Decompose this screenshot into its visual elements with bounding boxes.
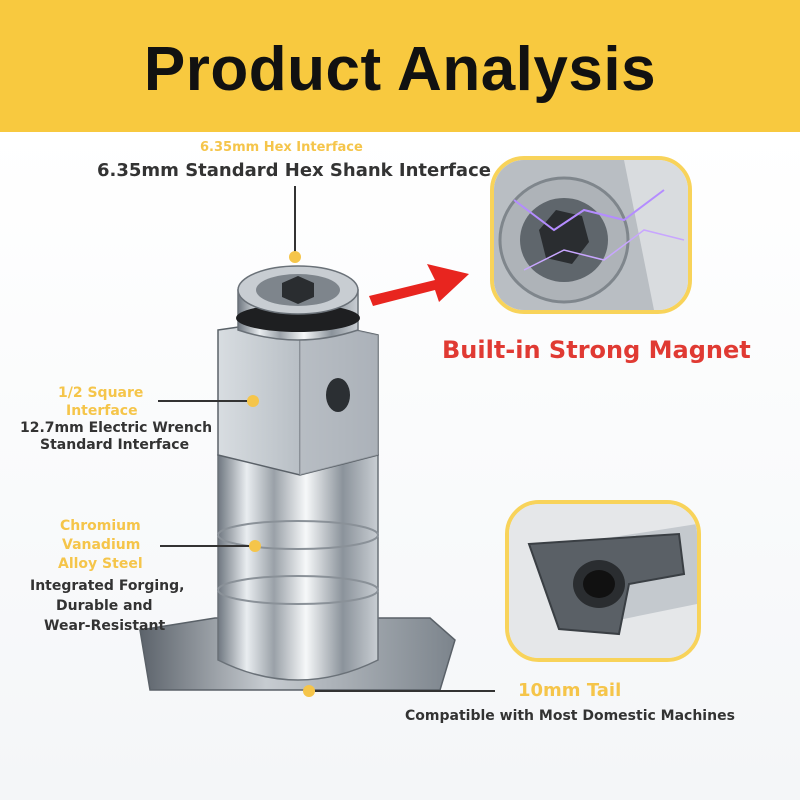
tail-callout-dot bbox=[303, 685, 315, 697]
tail-inset-image bbox=[505, 500, 701, 662]
tail-desc: Compatible with Most Domestic Machines bbox=[405, 708, 735, 724]
steel-desc-3: Wear-Resistant bbox=[44, 618, 166, 634]
page-title: Product Analysis bbox=[143, 35, 657, 104]
red-arrow-icon bbox=[369, 264, 469, 306]
steel-callout-line bbox=[160, 545, 250, 547]
tail-callout-line bbox=[315, 690, 495, 692]
hex-callout-line bbox=[294, 186, 296, 256]
steel-callout-dot bbox=[249, 540, 261, 552]
tail-title: 10mm Tail bbox=[518, 680, 622, 701]
steel-title-1: Chromium bbox=[60, 518, 141, 534]
header-banner: Product Analysis bbox=[0, 0, 800, 132]
square-callout-dot bbox=[247, 395, 259, 407]
magnet-inset-image bbox=[490, 156, 692, 314]
steel-desc-1: Integrated Forging, bbox=[30, 578, 185, 594]
square-callout-line bbox=[158, 400, 248, 402]
magnet-label: Built-in Strong Magnet bbox=[442, 336, 751, 364]
steel-title-2: Vanadium bbox=[62, 537, 141, 553]
hex-callout-dot bbox=[289, 251, 301, 263]
square-interface-title-1: 1/2 Square bbox=[58, 385, 144, 401]
hex-interface-desc: 6.35mm Standard Hex Shank Interface bbox=[97, 160, 491, 181]
hex-interface-title: 6.35mm Hex Interface bbox=[200, 140, 363, 155]
square-interface-title-2: Interface bbox=[66, 403, 138, 419]
steel-desc-2: Durable and bbox=[56, 598, 153, 614]
steel-title-3: Alloy Steel bbox=[58, 556, 143, 572]
square-interface-desc-1: 12.7mm Electric Wrench bbox=[20, 420, 213, 436]
square-interface-desc-2: Standard Interface bbox=[40, 437, 190, 453]
